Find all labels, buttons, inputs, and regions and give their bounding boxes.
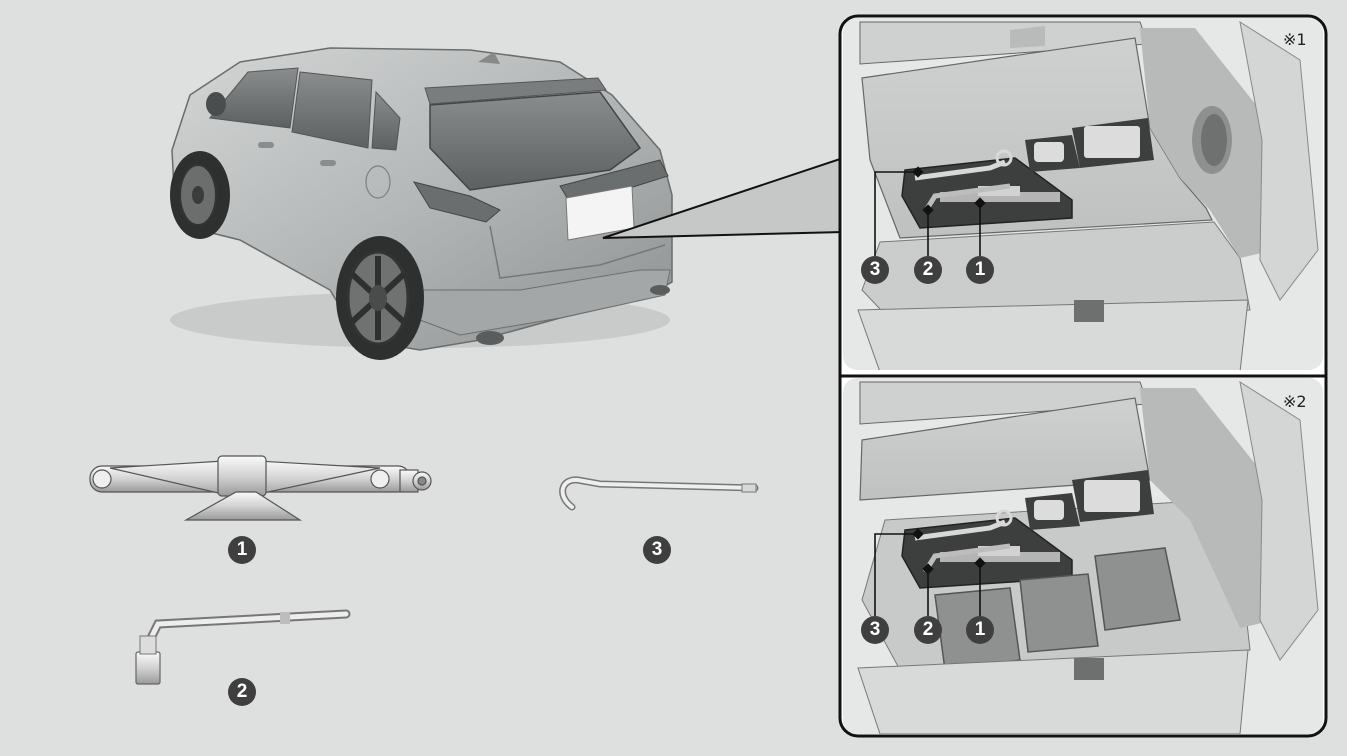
- variant-note-top: ※1: [1283, 30, 1307, 49]
- callout-markers-top: [912, 166, 986, 216]
- callout-leaders-top: [874, 171, 981, 256]
- wheel-nut-wrench-illustration: [135, 609, 351, 685]
- cargo-panel-bottom: [843, 378, 1323, 734]
- jack-handle-hook-illustration: [559, 476, 759, 511]
- bottom-callout-2: 2: [914, 616, 942, 644]
- cargo-panel-top: [843, 18, 1323, 370]
- hook-number-badge: 3: [643, 536, 671, 564]
- top-callout-2: 2: [914, 256, 942, 284]
- top-callout-1: 1: [966, 256, 994, 284]
- bottom-callout-1: 1: [966, 616, 994, 644]
- car-illustration: [170, 47, 673, 360]
- jack-illustration: [89, 455, 432, 521]
- variant-note-bottom: ※2: [1283, 392, 1307, 411]
- jack-number-badge: 1: [228, 536, 256, 564]
- top-callout-3: 3: [861, 256, 889, 284]
- wrench-number-badge: 2: [228, 678, 256, 706]
- bottom-callout-3: 3: [861, 616, 889, 644]
- callout-markers-bottom: [912, 528, 986, 575]
- callout-leaders-bottom: [874, 533, 981, 616]
